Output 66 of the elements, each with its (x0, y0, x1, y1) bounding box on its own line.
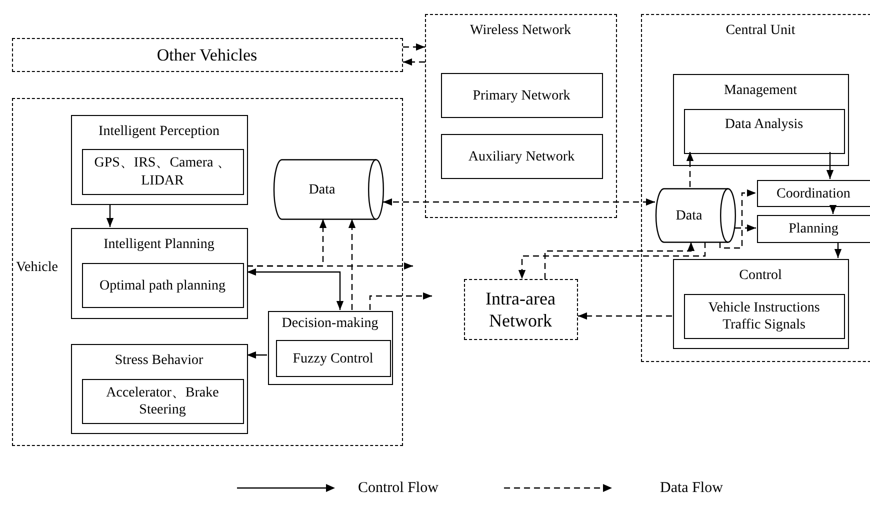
dashed-arrow (247, 262, 413, 270)
node-label: Stress Behavior (114, 352, 204, 370)
dashed-arrow (383, 198, 655, 206)
dashed-arrow (403, 43, 425, 51)
legend-label: Data Flow (660, 479, 723, 498)
node-label: Vehicle Instructions Traffic Signals (707, 299, 821, 334)
process-box (82, 379, 244, 424)
group-box (641, 14, 870, 362)
node-label: Intra-area Network (484, 287, 556, 332)
node-label: Auxiliary Network (467, 148, 576, 166)
dashed-arrow (719, 189, 756, 249)
dashed-arrow (403, 58, 425, 66)
process-box (82, 149, 244, 195)
node-label: GPS、IRS、Camera 、LIDAR (93, 154, 232, 190)
database-cylinder (656, 188, 736, 243)
process-box (684, 109, 845, 154)
node-label: Other Vehicles (156, 44, 258, 66)
node-label: Accelerator、Brake Steering (105, 384, 220, 419)
database-cylinder (274, 159, 384, 220)
dashed-arrow (518, 242, 706, 279)
node-label: Planning (788, 220, 840, 238)
arrow (247, 268, 344, 310)
process-box (71, 344, 248, 434)
network-box (464, 279, 578, 340)
arrow (106, 204, 114, 227)
arrow (834, 242, 842, 258)
dashed-arrow (348, 219, 356, 310)
node-label: Decision-making (280, 315, 380, 332)
dashed-arrow (369, 292, 432, 310)
dashed-arrow (735, 224, 756, 232)
dashed-arrow (578, 312, 672, 320)
group-box (425, 14, 617, 218)
process-box (71, 228, 248, 319)
process-box (757, 180, 870, 207)
node-label: Optimal path planning (98, 276, 226, 294)
node-label: Management (722, 82, 798, 100)
node-label: Fuzzy Control (292, 350, 374, 368)
node-label: Central Unit (724, 22, 796, 40)
node-label: Coordination (776, 184, 852, 202)
arrow (826, 152, 834, 179)
node-label: Primary Network (472, 86, 572, 104)
group-box (12, 98, 403, 446)
dashed-arrow (544, 242, 695, 279)
arrow (829, 205, 837, 214)
node-label: Data (674, 206, 704, 224)
process-box (673, 74, 849, 166)
process-box (757, 215, 870, 243)
node-label: Data Analysis (724, 116, 804, 134)
node-label: Wireless Network (469, 22, 572, 40)
group-box (12, 38, 403, 72)
dashed-arrow (686, 152, 694, 187)
process-box (673, 259, 849, 349)
node-label: Vehicle (16, 259, 58, 276)
process-box (441, 134, 603, 179)
node-label: Intelligent Planning (102, 236, 216, 254)
process-box (441, 73, 603, 118)
arrow (247, 351, 267, 359)
legend-label: Control Flow (358, 479, 438, 498)
node-label: Control (738, 267, 783, 284)
process-box (276, 340, 391, 377)
node-label: Data (308, 180, 336, 198)
process-box (268, 311, 393, 385)
process-box (82, 263, 244, 308)
node-label: Intelligent Perception (98, 123, 220, 140)
process-box (71, 115, 248, 205)
process-box (684, 294, 845, 339)
